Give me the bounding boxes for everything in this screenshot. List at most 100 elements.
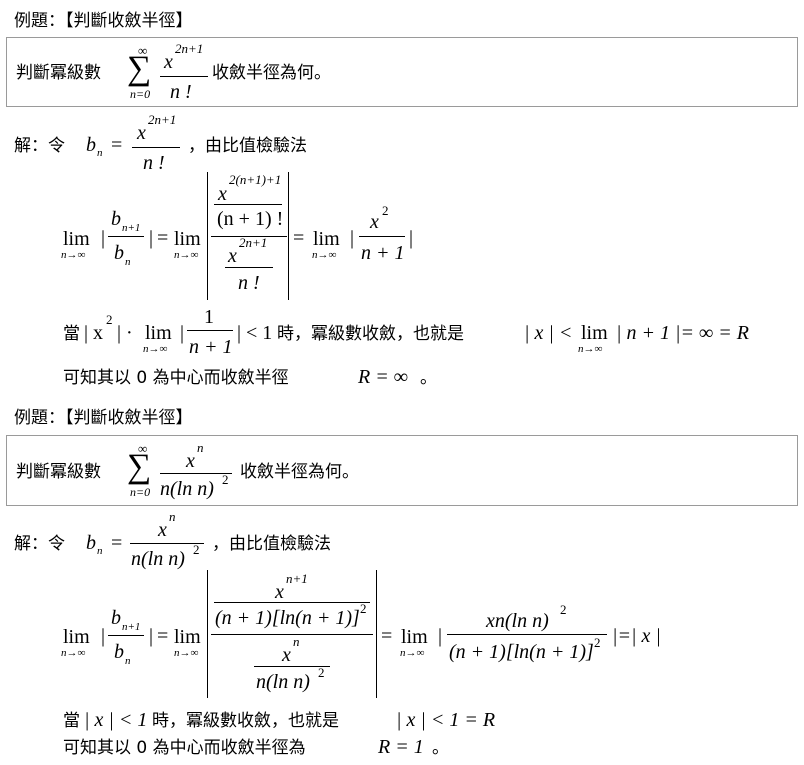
example1-big-top-den: (n + 1) ! [217, 208, 284, 230]
example2-lim-3: lim [401, 626, 428, 648]
example2-eq-3: = [381, 625, 393, 647]
example2-big-top-bar [214, 602, 370, 604]
example1-abs-4: | [409, 227, 414, 249]
example1-big-bot-base: x [228, 245, 237, 267]
example2-def-den: n(ln n) [131, 548, 185, 570]
example2-sum-bottom: n=0 [130, 485, 151, 499]
example2-big-abs-right [376, 570, 378, 698]
example2-big-bot-den: n(ln n) [256, 671, 310, 693]
example1-cond-lim: lim [145, 322, 172, 344]
example1-numerator-base: x [164, 51, 173, 73]
example2-cond-math: | x | < 1 [84, 709, 148, 731]
example1-big-top-exp: 2(n+1)+1 [229, 172, 282, 187]
example2-problem-prefix: 判斷冪級數 [16, 462, 101, 482]
example1-cond-lt1: | < 1 [237, 322, 273, 344]
example2-abs-3: | [438, 625, 443, 647]
example2-big-bot-base: x [282, 644, 291, 666]
example2-abs-2: | [149, 625, 154, 647]
example1-lim-2: lim [174, 228, 201, 250]
example2-lim-3-sub: n→∞ [400, 647, 425, 659]
example2-big-top-den-exp: 2 [360, 601, 367, 616]
example2-big-top-den: (n + 1)[ln(n + 1)] [215, 607, 360, 629]
example1-big-abs-right [288, 172, 290, 300]
example2-sum-symbol: ∑ [127, 448, 152, 485]
example1-big-top-bar [214, 204, 282, 206]
example1-conclusion-text: 可知其以 0 為中心而收斂半徑 [63, 368, 289, 388]
example2-res-tail: |=| x | [612, 625, 661, 647]
example1-sum-top: ∞ [138, 43, 148, 58]
example1-res-bar [359, 236, 405, 238]
example1-problem-prefix: 判斷冪級數 [16, 63, 101, 83]
example2-cond-math2: | x | < 1 = R [396, 709, 496, 731]
example1-ratio-num-sub: n+1 [122, 222, 141, 234]
example1-lim-3-sub: n→∞ [312, 249, 337, 261]
example1-abs-3: | [350, 227, 355, 249]
example2-big-top-exp: n+1 [286, 571, 308, 586]
example2-lim-1: lim [63, 626, 90, 648]
example2-def-num-exp: n [169, 509, 176, 524]
example1-cond-frac-bar [187, 330, 233, 332]
example1-res-num-exp: 2 [382, 203, 389, 218]
example2-big-bot-exp: n [293, 634, 300, 649]
example1-sum-bottom: n=0 [130, 87, 151, 101]
example2-big-bot-bar [254, 666, 330, 668]
example2-cond-text: 時，冪級數收斂，也就是 [152, 711, 339, 731]
example2-problem-suffix: 收斂半徑為何。 [240, 462, 359, 482]
example2-ratio-num-sub: n+1 [122, 621, 141, 633]
example2-ratio-bar [108, 635, 144, 637]
example2-eq: = [111, 532, 123, 554]
example1-eq-2: = [157, 227, 169, 249]
example2-numerator-base: x [186, 450, 195, 472]
example1-lim-1: lim [63, 228, 90, 250]
example1-solution-lead: 解：令 [14, 136, 65, 156]
example2-lim-1-sub: n→∞ [61, 647, 86, 659]
example1-big-bot-exp: 2n+1 [239, 235, 268, 250]
example2-big-bot-den-exp: 2 [318, 665, 325, 680]
example1-b-sub: n [97, 147, 103, 159]
example1-conclusion-end: 。 [420, 368, 437, 388]
example1-def-num-exp: 2n+1 [148, 112, 177, 127]
example2-method: ，由比值檢驗法 [212, 534, 331, 554]
example1-cond-frac-num: 1 [204, 306, 214, 328]
example1-ratio-den-sub: n [125, 256, 131, 268]
example1-cond-absx: | x | < [524, 322, 573, 344]
example1-def-den: n ! [143, 152, 165, 174]
example1-fraction-bar [160, 76, 208, 78]
example2-conclusion-end: 。 [432, 738, 449, 758]
example2-denominator-exp: 2 [222, 472, 229, 487]
example2-def-den-exp: 2 [193, 542, 200, 557]
example2-cond-lead: 當 [63, 711, 80, 731]
example1-numerator-exp: 2n+1 [175, 41, 204, 56]
example2-numerator-exp: n [197, 440, 204, 455]
example2-eq-2: = [157, 625, 169, 647]
example2-denominator: n(ln n) [160, 478, 214, 500]
example1-ratio-bar [108, 236, 144, 238]
example1-cond-tail: | n + 1 |= ∞ = R [616, 322, 749, 344]
example1-lim-3: lim [313, 228, 340, 250]
example2-b-sub: n [97, 545, 103, 557]
example2-res-num: xn(ln n) [486, 610, 549, 632]
example2-res-bar [447, 634, 607, 636]
example2-problem-box [6, 435, 798, 506]
example1-problem-box [6, 37, 798, 107]
example1-b: b [86, 134, 96, 156]
example1-eq-3: = [293, 227, 305, 249]
example2-def-bar [130, 543, 204, 545]
example1-cond-abs-1: | [180, 322, 185, 344]
example2-lim-2: lim [174, 626, 201, 648]
example1-sum-symbol: ∑ [127, 50, 152, 87]
example2-res-den: (n + 1)[ln(n + 1)] [449, 641, 594, 663]
example2-big-main-bar [211, 634, 373, 636]
example2-ratio-den: b [114, 641, 124, 663]
example1-cond-lim-2: lim [581, 322, 608, 344]
example1-res-den: n + 1 [361, 242, 405, 264]
example1-cond-text: 時，冪級數收斂，也就是 [277, 324, 464, 344]
example1-cond-x-exp: 2 [106, 312, 113, 327]
example2-b: b [86, 532, 96, 554]
example2-big-abs-left [207, 570, 209, 698]
example1-eq: = [111, 134, 123, 156]
example1-abs-2: | [149, 227, 154, 249]
example2-solution-lead: 解：令 [14, 534, 65, 554]
example2-res-num-exp: 2 [560, 602, 567, 617]
